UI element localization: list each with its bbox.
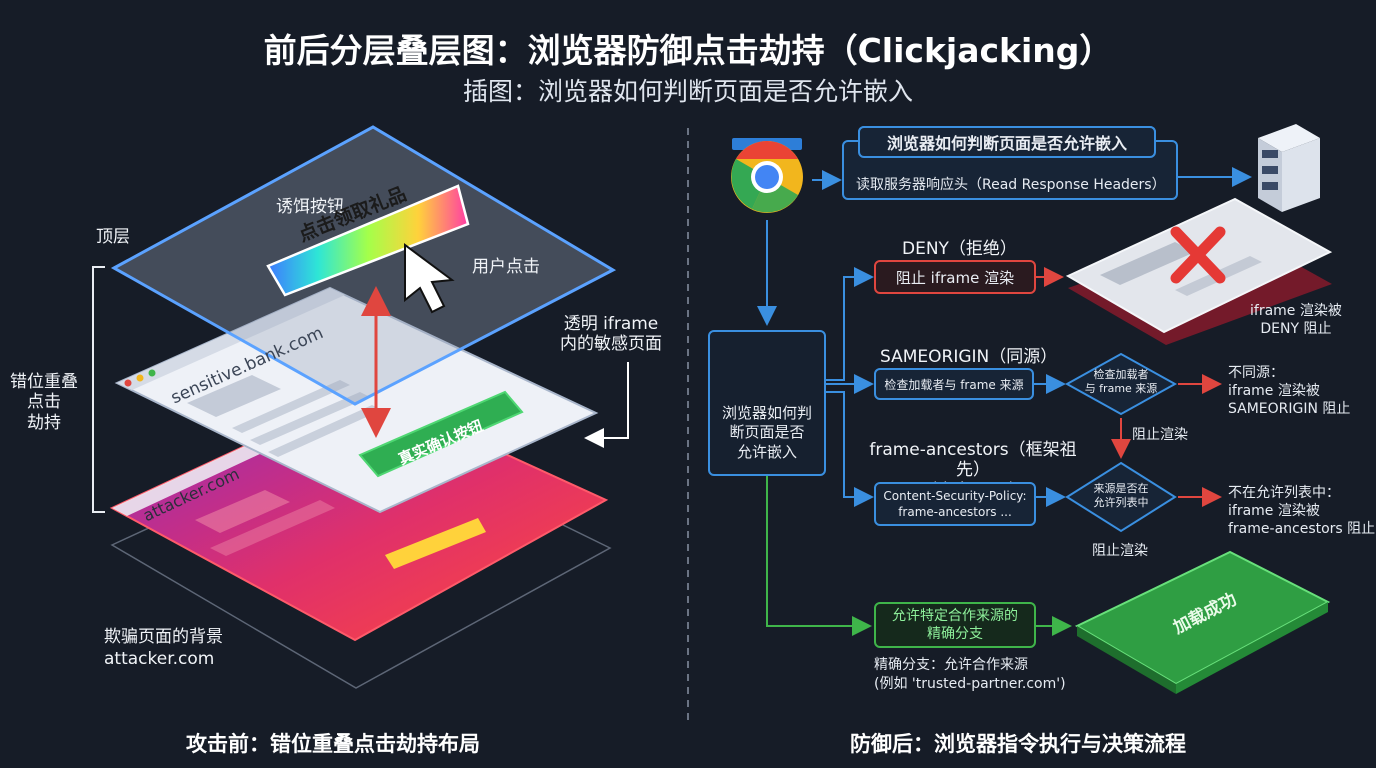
ancestors-diamond xyxy=(1065,461,1177,533)
iframe-pointer-arrow xyxy=(584,362,629,448)
sameorigin-result: 不同源： iframe 渲染被 SAMEORIGIN 阻止 xyxy=(1228,365,1351,418)
sensitive-urlbar xyxy=(117,288,345,390)
ancestors-diamond-label: 来源是否在 允许列表中 xyxy=(1093,482,1149,509)
red-x-icon xyxy=(1170,226,1226,284)
right-caption: 防御后：浏览器指令执行与决策流程 xyxy=(850,732,1186,756)
chrome-icon xyxy=(731,138,803,213)
bait-label: 诱饵按钮 xyxy=(276,197,344,217)
attacker-highlight xyxy=(385,518,486,569)
left-caption: 攻击前：错位重叠点击劫持布局 xyxy=(186,732,480,756)
cursor-icon xyxy=(404,243,455,314)
read-headers-label: 读取服务器响应头（Read Response Headers） xyxy=(856,177,1166,193)
allow-branch: 允许特定合作来源的 精确分支 xyxy=(874,602,1036,648)
deny-result: iframe 渲染被 DENY 阻止 xyxy=(1250,303,1342,338)
deny-title: DENY（拒绝） xyxy=(902,239,1017,259)
sameorigin-check: 检查加载者与 frame 来源 xyxy=(874,368,1034,400)
overlay-label: 错位重叠 点击 劫持 xyxy=(10,372,78,433)
page-title: 前后分层叠层图：浏览器防御点击劫持（Clickjacking） xyxy=(263,31,1113,70)
background-label: 欺骗页面的背景 attacker.com xyxy=(104,627,223,670)
bait-button-shape xyxy=(266,184,470,297)
sameorigin-diamond xyxy=(1064,352,1178,416)
ancestors-csp: Content-Security-Policy: frame-ancestors… xyxy=(874,482,1036,526)
blocked-panel xyxy=(1065,197,1333,334)
sameorigin-title: SAMEORIGIN（同源） xyxy=(880,347,1058,367)
overlay-bracket xyxy=(92,266,105,513)
deny-action: 阻止 iframe 渲染 xyxy=(874,260,1036,294)
top-layer-label: 顶层 xyxy=(96,227,130,247)
user-click-label: 用户点击 xyxy=(472,257,540,277)
question-box-front: 浏览器如何判断页面是否允许嵌入 xyxy=(858,126,1156,158)
sameorigin-block: 阻止渲染 xyxy=(1132,427,1188,443)
page-subtitle: 插图：浏览器如何判断页面是否允许嵌入 xyxy=(462,77,913,106)
allow-note: 精确分支：允许合作来源 (例如 'trusted-partner.com') xyxy=(874,657,1066,692)
sameorigin-diamond-label: 检查加载者 与 frame 来源 xyxy=(1084,368,1158,395)
ancestors-block: 阻止渲染 xyxy=(1092,543,1148,559)
real-confirm-button-shape xyxy=(358,390,524,478)
server-icon xyxy=(1258,124,1320,212)
decision-box: 浏览器如何判 断页面是否 允许嵌入 xyxy=(708,330,826,476)
iframe-label: 透明 iframe 内的敏感页面 xyxy=(560,314,662,355)
ancestors-result: 不在允许列表中： iframe 渲染被 frame-ancestors 阻止 xyxy=(1228,485,1376,538)
decision-box-label: 浏览器如何判 断页面是否 允许嵌入 xyxy=(721,403,812,461)
